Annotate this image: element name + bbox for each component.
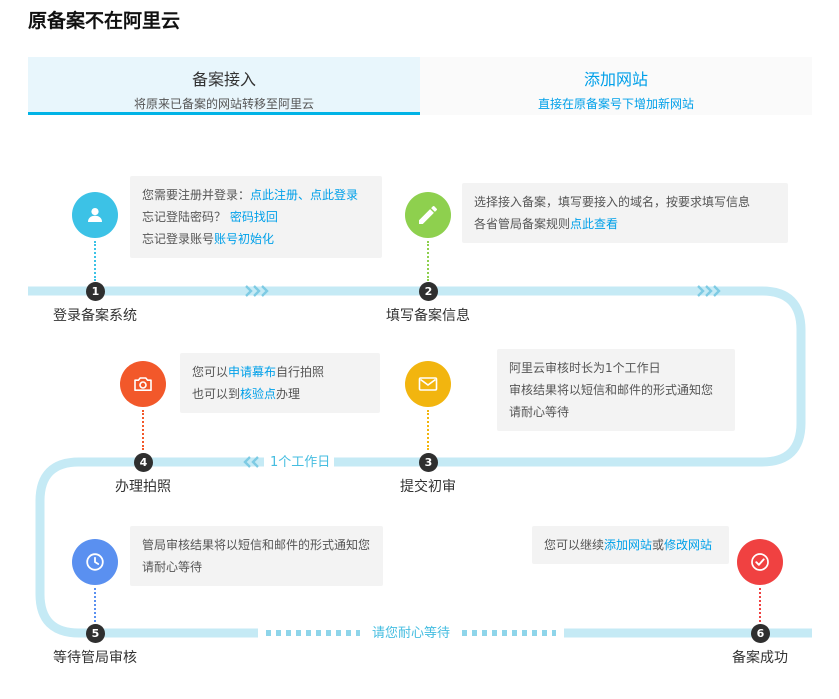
tip-text: 忘记登陆密码？ — [142, 210, 230, 224]
tip-text: 忘记登录账号 — [142, 232, 215, 246]
step2-name: 填写备案信息 — [386, 308, 470, 324]
camera-icon — [120, 361, 166, 407]
login-link[interactable]: 点此登录 — [310, 188, 359, 202]
step5-number-badge: 5 — [86, 624, 105, 643]
tip-line: 也可以到核验点办理 — [192, 383, 368, 405]
clock-icon — [72, 539, 118, 585]
user-icon — [72, 192, 118, 238]
step4-name: 办理拍照 — [115, 479, 171, 495]
chevron-left-icon — [243, 456, 259, 468]
tip-text: 请耐心等待 — [509, 405, 570, 419]
step3-number-badge: 3 — [419, 453, 438, 472]
check-icon — [737, 539, 783, 585]
tip-text: 阿里云审核时长为1个工作日 — [509, 361, 661, 375]
wait-label: 请您耐心等待 — [371, 626, 451, 641]
working-day-label: 1个工作日 — [270, 455, 331, 470]
view-rules-link[interactable]: 点此查看 — [570, 217, 619, 231]
tip-line: 审核结果将以短信和邮件的形式通知您 — [509, 379, 723, 401]
step6-number-badge: 6 — [751, 624, 770, 643]
account-init-link[interactable]: 账号初始化 — [214, 232, 275, 246]
pencil-icon — [405, 192, 451, 238]
tip-line: 各省管局备案规则点此查看 — [474, 213, 776, 235]
tip-text: 自行拍照 — [276, 365, 325, 379]
dotted-connector — [427, 241, 429, 281]
modify-website-link[interactable]: 修改网站 — [664, 538, 713, 552]
step6-tip: 您可以继续添加网站或修改网站 — [532, 526, 729, 564]
step2-number-badge: 2 — [419, 282, 438, 301]
tip-line: 忘记登录账号账号初始化 — [142, 228, 370, 250]
chevron-right-icon — [245, 285, 721, 297]
step1-name: 登录备案系统 — [53, 308, 137, 324]
tip-line: 管局审核结果将以短信和邮件的形式通知您 — [142, 534, 371, 556]
step4-tip: 您可以申请幕布自行拍照 也可以到核验点办理 — [180, 353, 380, 413]
tip-text: 您需要注册并登录： — [142, 188, 251, 202]
page-title: 原备案不在阿里云 — [28, 10, 181, 32]
step3-name: 提交初审 — [400, 479, 456, 495]
dotted-connector — [142, 410, 144, 450]
dotted-connector — [759, 588, 761, 622]
tip-text: 审核结果将以短信和邮件的形式通知您 — [509, 383, 714, 397]
step2-tip: 选择接入备案，填写要接入的域名，按要求填写信息 各省管局备案规则点此查看 — [462, 183, 788, 243]
step4-number-badge: 4 — [134, 453, 153, 472]
tab-add-website-sublabel: 直接在原备案号下增加新网站 — [537, 97, 694, 111]
tip-text: 您可以继续 — [544, 538, 605, 552]
tab-filing-access[interactable]: 备案接入 将原来已备案的网站转移至阿里云 — [28, 57, 420, 115]
tip-text: 办理 — [276, 387, 301, 401]
tip-line: 您可以申请幕布自行拍照 — [192, 361, 368, 383]
tip-line: 请耐心等待 — [509, 401, 723, 423]
add-website-link[interactable]: 添加网站 — [604, 538, 653, 552]
dotted-connector — [94, 588, 96, 622]
tip-line: 请耐心等待 — [142, 556, 371, 578]
password-recovery-link[interactable]: 密码找回 — [229, 210, 278, 224]
tip-line: 选择接入备案，填写要接入的域名，按要求填写信息 — [474, 191, 776, 213]
tip-text: 您可以 — [192, 365, 229, 379]
verification-point-link[interactable]: 核验点 — [240, 387, 277, 401]
tip-text: 也可以到 — [192, 387, 241, 401]
step1-tip: 您需要注册并登录：点此注册、点此登录 忘记登陆密码？ 密码找回 忘记登录账号账号… — [130, 176, 382, 258]
step6-name: 备案成功 — [732, 650, 788, 666]
dotted-connector — [94, 241, 96, 281]
tip-text: 各省管局备案规则 — [474, 217, 571, 231]
tip-line: 您需要注册并登录：点此注册、点此登录 — [142, 184, 370, 206]
step3-tip: 阿里云审核时长为1个工作日 审核结果将以短信和邮件的形式通知您 请耐心等待 — [497, 349, 735, 431]
step5-name: 等待管局审核 — [53, 650, 137, 666]
tab-bar: 备案接入 将原来已备案的网站转移至阿里云 添加网站 直接在原备案号下增加新网站 — [28, 57, 812, 115]
tip-text: 请耐心等待 — [142, 560, 203, 574]
tip-line: 忘记登陆密码？ 密码找回 — [142, 206, 370, 228]
step5-tip: 管局审核结果将以短信和邮件的形式通知您 请耐心等待 — [130, 526, 383, 586]
tip-text: 或 — [652, 538, 665, 552]
tab-filing-access-sublabel: 将原来已备案的网站转移至阿里云 — [133, 97, 314, 111]
tip-line: 阿里云审核时长为1个工作日 — [509, 357, 723, 379]
dotted-connector — [427, 410, 429, 450]
link-separator: 、 — [298, 188, 311, 202]
tip-text: 管局审核结果将以短信和邮件的形式通知您 — [142, 538, 371, 552]
tab-add-website[interactable]: 添加网站 直接在原备案号下增加新网站 — [420, 57, 812, 115]
tip-text: 选择接入备案，填写要接入的域名，按要求填写信息 — [474, 195, 751, 209]
register-link[interactable]: 点此注册 — [250, 188, 299, 202]
step1-number-badge: 1 — [86, 282, 105, 301]
tip-line: 您可以继续添加网站或修改网站 — [544, 534, 717, 556]
envelope-icon — [405, 361, 451, 407]
tab-add-website-label: 添加网站 — [583, 70, 648, 89]
tab-filing-access-label: 备案接入 — [191, 70, 256, 89]
apply-curtain-link[interactable]: 申请幕布 — [228, 365, 277, 379]
